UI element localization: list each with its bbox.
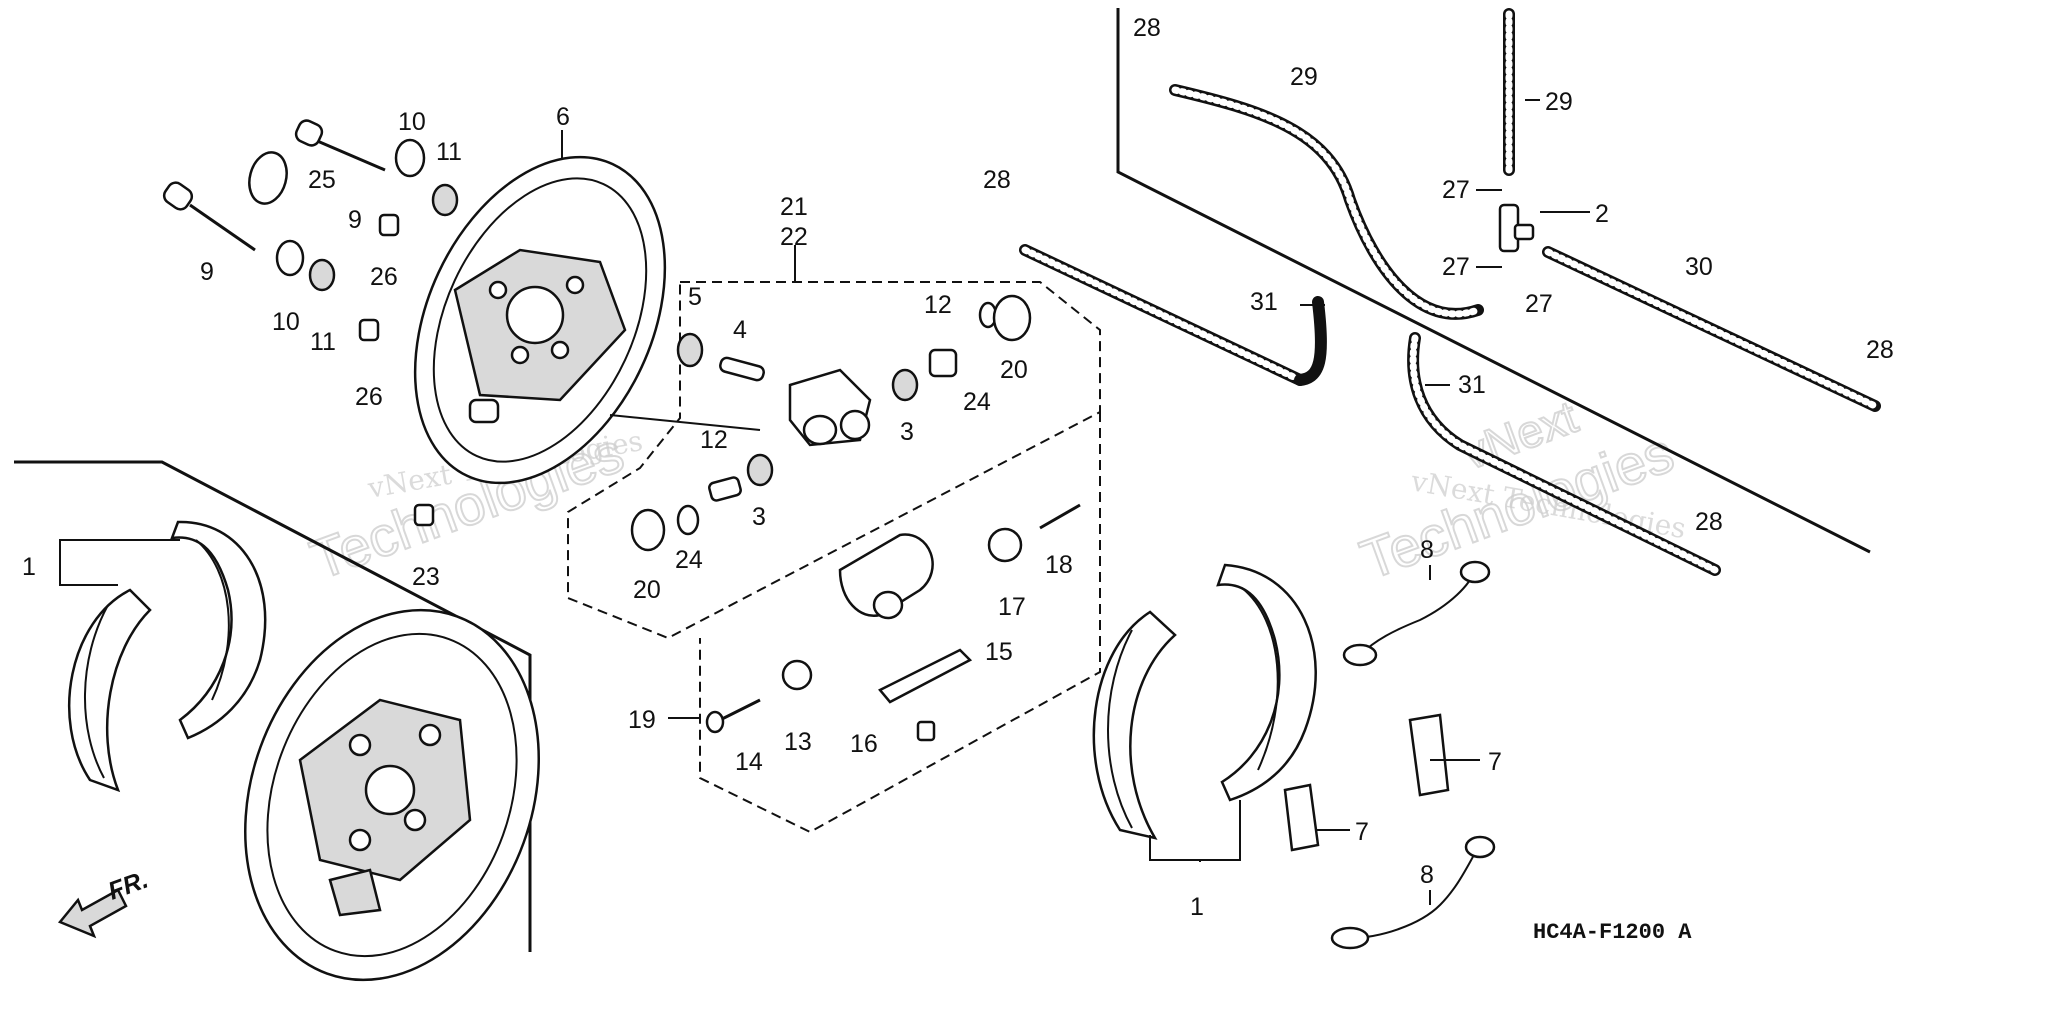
callout-27: 27 xyxy=(1442,176,1470,204)
callout-10: 10 xyxy=(272,308,300,336)
callout-25: 25 xyxy=(308,166,336,194)
callout-12: 12 xyxy=(700,426,728,454)
callout-28: 28 xyxy=(1695,508,1723,536)
brake-panel-upper xyxy=(413,155,667,485)
callout-9: 9 xyxy=(348,206,362,234)
callout-5: 5 xyxy=(688,283,702,311)
callout-12: 12 xyxy=(924,291,952,319)
callout-20: 20 xyxy=(1000,356,1028,384)
callouts: 1 1 2 3 3 4 5 6 7 7 8 8 9 9 10 10 11 11 … xyxy=(22,14,1894,921)
callout-28: 28 xyxy=(1866,336,1894,364)
callout-22: 22 xyxy=(780,223,808,251)
callout-31: 31 xyxy=(1250,288,1278,316)
callout-13: 13 xyxy=(784,728,812,756)
leader-lines xyxy=(59,99,1590,905)
callout-6: 6 xyxy=(556,103,570,131)
callout-26: 26 xyxy=(355,383,383,411)
brake-shoes-right xyxy=(1092,563,1317,840)
callout-11: 11 xyxy=(310,328,336,356)
front-direction-arrow: FR. xyxy=(57,866,152,939)
callout-20: 20 xyxy=(633,576,661,604)
callout-3: 3 xyxy=(900,418,914,446)
callout-16: 16 xyxy=(850,730,878,758)
diagram-code: HC4A-F1200 A xyxy=(1533,920,1692,945)
callout-1: 1 xyxy=(22,553,36,581)
callout-8: 8 xyxy=(1420,536,1434,564)
pins-and-seals xyxy=(162,119,459,527)
callout-28: 28 xyxy=(983,166,1011,194)
callout-28: 28 xyxy=(1133,14,1161,42)
callout-29: 29 xyxy=(1290,63,1318,91)
callout-31: 31 xyxy=(1458,371,1486,399)
adjuster-parts xyxy=(705,503,1081,742)
brake-shoes-left xyxy=(68,520,267,793)
callout-30: 30 xyxy=(1685,253,1713,281)
callout-29: 29 xyxy=(1545,88,1573,116)
callout-2: 2 xyxy=(1595,200,1609,228)
brake-drum-lower xyxy=(244,608,540,982)
callout-9: 9 xyxy=(200,258,214,286)
callout-8: 8 xyxy=(1420,861,1434,889)
callout-21: 21 xyxy=(780,193,808,221)
callout-18: 18 xyxy=(1045,551,1073,579)
callout-14: 14 xyxy=(735,748,763,776)
callout-7: 7 xyxy=(1488,748,1502,776)
callout-3: 3 xyxy=(752,503,766,531)
callout-17: 17 xyxy=(998,593,1026,621)
right-section-border xyxy=(1116,8,1871,554)
wheel-cylinder-group-outline xyxy=(567,281,1101,640)
callout-1: 1 xyxy=(1190,893,1204,921)
callout-24: 24 xyxy=(963,388,991,416)
callout-26: 26 xyxy=(370,263,398,291)
callout-7: 7 xyxy=(1355,818,1369,846)
callout-24: 24 xyxy=(675,546,703,574)
brake-hoses xyxy=(1019,8,1881,576)
direction-label: FR. xyxy=(104,866,151,906)
adjuster-group-outline xyxy=(699,412,1101,834)
callout-4: 4 xyxy=(733,316,747,344)
callout-27: 27 xyxy=(1525,290,1553,318)
wheel-cylinder-parts xyxy=(630,294,1032,552)
callout-11: 11 xyxy=(436,138,462,166)
springs-clips xyxy=(1283,560,1496,950)
callout-10: 10 xyxy=(398,108,426,136)
callout-27: 27 xyxy=(1442,253,1470,281)
callout-19: 19 xyxy=(628,706,656,734)
callout-23: 23 xyxy=(412,563,440,591)
callout-15: 15 xyxy=(985,638,1013,666)
